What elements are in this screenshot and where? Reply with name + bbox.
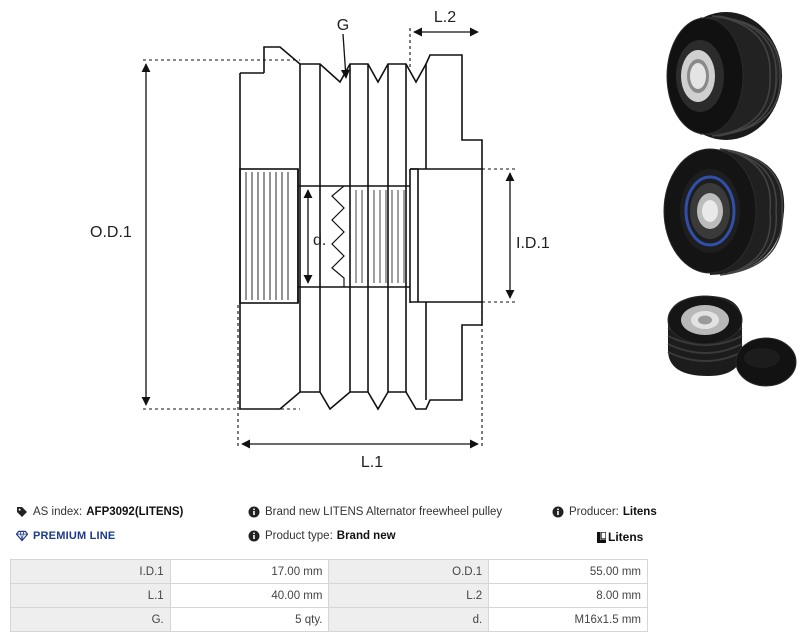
param-value: 5 qty. xyxy=(169,607,330,632)
product-type: Product type: Brand new xyxy=(248,530,396,542)
info-icon xyxy=(248,530,260,542)
param-value: 40.00 mm xyxy=(169,583,330,608)
label-id1: I.D.1 xyxy=(516,235,550,252)
brand-logo-text: Litens xyxy=(608,530,644,544)
product-type-value: Brand new xyxy=(336,530,396,542)
table-row: G. 5 qty. d. M16x1.5 mm xyxy=(10,607,648,632)
thread-lines xyxy=(349,190,405,283)
diamond-icon xyxy=(16,530,28,542)
as-index-label: AS index: xyxy=(33,506,83,518)
label-l1: L.1 xyxy=(361,454,383,471)
pulley-photo-back[interactable] xyxy=(660,143,790,278)
producer-value: Litens xyxy=(622,506,657,518)
as-index-value[interactable]: AFP3092(LITENS) xyxy=(86,506,184,518)
param-value: 55.00 mm xyxy=(488,559,648,584)
tag-icon xyxy=(16,506,28,518)
label-g: G xyxy=(337,17,349,34)
product-description: Brand new LITENS Alternator freewheel pu… xyxy=(248,506,502,518)
dimension-arrows xyxy=(141,27,515,449)
pulley-cross-section-diagram: G L.2 O.D.1 d. I.D.1 L.1 xyxy=(90,9,550,471)
parameters-table: I.D.1 17.00 mm O.D.1 55.00 mm L.1 40.00 … xyxy=(10,559,648,632)
spline-lines xyxy=(245,172,289,300)
technical-drawing: G L.2 O.D.1 d. I.D.1 L.1 xyxy=(90,9,550,471)
param-value: 17.00 mm xyxy=(169,559,330,584)
param-label: I.D.1 xyxy=(10,559,171,584)
param-label: L.2 xyxy=(328,583,490,608)
producer-label: Producer: xyxy=(569,506,619,518)
info-icon xyxy=(248,506,260,518)
thread-profile xyxy=(331,185,345,287)
table-row: L.1 40.00 mm L.2 8.00 mm xyxy=(10,583,648,608)
premium-line-badge: PREMIUM LINE xyxy=(16,530,115,542)
param-label: d. xyxy=(328,607,490,632)
description-text: Brand new LITENS Alternator freewheel pu… xyxy=(265,506,503,518)
table-row: I.D.1 17.00 mm O.D.1 55.00 mm xyxy=(10,559,648,584)
pulley-photo-front[interactable] xyxy=(660,4,785,144)
producer: Producer: Litens xyxy=(552,506,657,518)
label-od1: O.D.1 xyxy=(90,224,132,241)
param-value: M16x1.5 mm xyxy=(488,607,648,632)
g-leader-arrow xyxy=(340,33,350,79)
param-value: 8.00 mm xyxy=(488,583,648,608)
param-label: L.1 xyxy=(10,583,171,608)
premium-line-text: PREMIUM LINE xyxy=(33,530,116,542)
as-index: AS index: AFP3092(LITENS) xyxy=(16,506,183,518)
label-l2: L.2 xyxy=(434,9,456,26)
extension-lines xyxy=(143,28,515,448)
label-d: d. xyxy=(313,232,326,249)
product-type-label: Product type: xyxy=(265,530,333,542)
param-label: O.D.1 xyxy=(328,559,490,584)
info-icon xyxy=(552,506,564,518)
brand-logo: Litens xyxy=(597,530,643,544)
info-row-top: AS index: AFP3092(LITENS) Brand new LITE… xyxy=(0,506,800,526)
litens-logo-icon xyxy=(597,530,607,543)
info-row-bottom: PREMIUM LINE Product type: Brand new Lit… xyxy=(0,530,800,550)
param-label: G. xyxy=(10,607,171,632)
pulley-photo-with-cap[interactable] xyxy=(658,290,798,400)
